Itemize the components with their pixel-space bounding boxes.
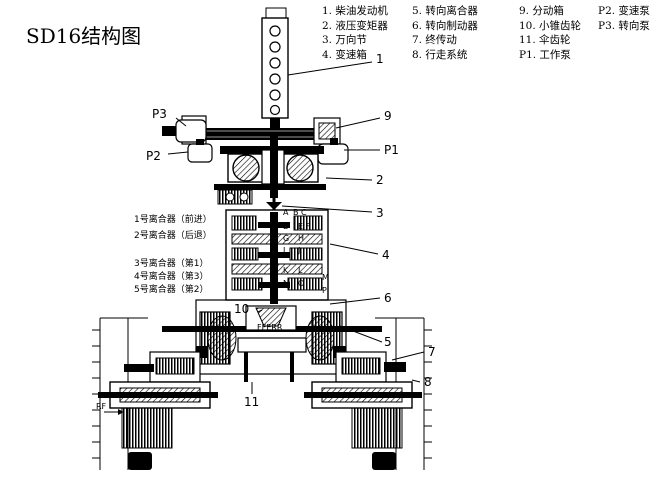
gear-letter: I <box>283 246 285 255</box>
clutch-label: 1号离合器（前进） <box>134 213 212 225</box>
legend-item: 8. 行走系统 <box>412 48 468 61</box>
clutch-label: 4号离合器（第3） <box>134 270 208 282</box>
legend-item: 1. 柴油发动机 <box>322 5 388 17</box>
callout-4: 4 <box>382 248 390 262</box>
legend-item: 9. 分动箱 <box>519 5 564 17</box>
legend-item: P2. 变速泵 <box>598 5 650 17</box>
callout-2: 2 <box>376 173 384 187</box>
legend-item: 4. 变速箱 <box>322 48 367 61</box>
gear-letter: B <box>293 208 299 217</box>
rear-axle: FFERR <box>162 299 382 382</box>
gear-letter: A <box>283 208 289 217</box>
legend-column-4: P2. 变速泵 P3. 转向泵 <box>598 4 650 33</box>
gear-letter: J <box>297 246 300 255</box>
gear-letter: G <box>283 234 289 243</box>
bevel-gear-labels: FFERR <box>257 323 283 332</box>
callout-7: 7 <box>428 345 436 359</box>
diesel-engine <box>261 7 289 132</box>
final-drive-left <box>98 351 218 470</box>
legend-item: 3. 万向节 <box>322 34 367 46</box>
legend-column-1: 1. 柴油发动机 2. 液压变矩器 3. 万向节 4. 变速箱 <box>322 4 388 62</box>
callout-8: 8 <box>424 375 432 389</box>
gear-letter: L <box>298 266 303 275</box>
callout-11: 11 <box>244 395 259 409</box>
gear-letter: F <box>306 222 311 231</box>
legend-item: P1. 工作泵 <box>519 48 571 61</box>
legend-item: 11. 伞齿轮 <box>519 34 571 46</box>
gear-letter: M <box>322 273 329 282</box>
page-title: SD16结构图 <box>26 24 142 48</box>
legend-item: 10. 小锥齿轮 <box>519 19 582 32</box>
legend-column-3: 9. 分动箱 10. 小锥齿轮 11. 伞齿轮 P1. 工作泵 <box>519 4 581 62</box>
legend-item: 7. 终传动 <box>412 34 457 46</box>
legend-column-2: 5. 转向离合器 6. 转向制动器 7. 终传动 8. 行走系统 <box>412 4 478 62</box>
clutch-label: 2号离合器（后退） <box>134 229 212 241</box>
final-drive-right <box>304 351 422 470</box>
callout-p1: P1 <box>384 143 399 157</box>
callout-p3: P3 <box>152 107 167 121</box>
callout-6: 6 <box>384 291 392 305</box>
callout-1: 1 <box>376 52 384 66</box>
clutch-label: 5号离合器（第2） <box>134 283 208 295</box>
leader-lines <box>167 61 425 394</box>
gear-letter: K <box>283 266 289 275</box>
torque-converter <box>214 132 326 205</box>
pump-p3 <box>162 119 207 143</box>
gear-letter: O <box>298 279 304 288</box>
clutch-label: 3号离合器（第1） <box>134 257 208 269</box>
gear-letter: C <box>301 208 307 217</box>
gear-letter: H <box>298 234 304 243</box>
rf-label: RF <box>96 402 107 411</box>
gear-letter: P <box>322 286 327 295</box>
transmission: A B C D E F G H I J K L M N O P <box>225 208 329 304</box>
gear-letter: D <box>283 222 289 231</box>
callout-p2: P2 <box>146 149 161 163</box>
gear-letter: E <box>298 222 303 231</box>
legend-item: 2. 液压变矩器 <box>322 19 388 32</box>
callout-9: 9 <box>384 109 392 123</box>
callout-3: 3 <box>376 206 384 220</box>
legend-item: 5. 转向离合器 <box>412 5 478 17</box>
callout-5: 5 <box>384 335 392 349</box>
gear-letter: N <box>283 279 289 288</box>
legend-item: 6. 转向制动器 <box>412 19 478 32</box>
pump-p2 <box>187 139 213 163</box>
callout-10: 10 <box>234 302 249 316</box>
rf-indicator <box>104 409 124 415</box>
legend-item: P3. 转向泵 <box>598 19 650 32</box>
